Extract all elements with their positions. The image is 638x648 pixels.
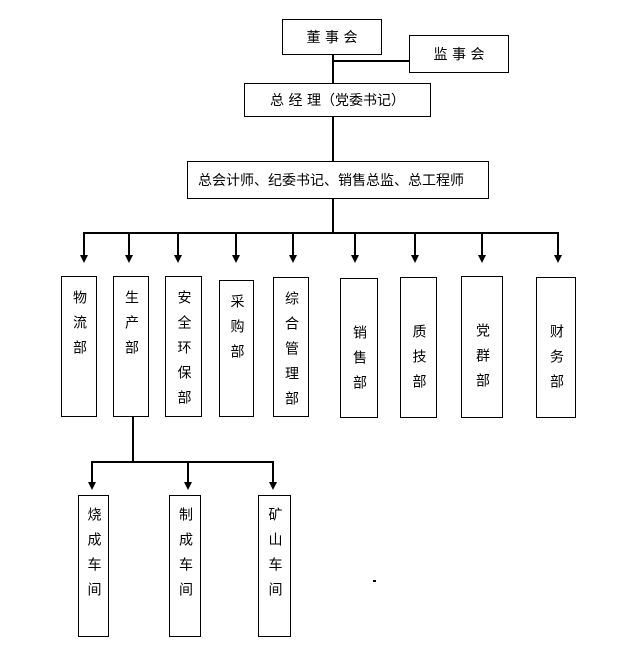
arrow-to-sales [354,232,356,255]
dept-sales-label: 销售部 [351,325,367,400]
connector-department-bus [84,232,559,234]
arrow-to-quality-tech [414,232,416,255]
node-supervisory-board: 监 事 会 [409,35,509,73]
dept-safety-environment: 安全环保部 [165,276,202,417]
workshop-finishing-label: 制成车间 [177,507,193,607]
connector-workshop-bus [92,461,274,463]
workshop-sintering-label: 烧成车间 [85,507,102,607]
dept-logistics: 物流部 [61,276,97,417]
dept-safety-environment-label: 安全环保部 [175,290,192,415]
arrow-to-production [128,232,130,255]
arrow-to-finishing-workshop [187,461,189,482]
dept-quality-tech-label: 质技部 [410,324,427,399]
dept-production-label: 生产部 [123,290,139,365]
node-senior-staff: 总会计师、纪委书记、销售总监、总工程师 [187,161,489,199]
dept-procurement: 采购部 [219,280,254,417]
workshop-sintering: 烧成车间 [78,495,109,637]
arrow-to-safety-environment [177,232,179,255]
connector-gm-to-staff [332,117,334,161]
workshop-mining: 矿山车间 [258,495,291,637]
workshop-mining-label: 矿山车间 [266,507,283,607]
dept-finance-label: 财务部 [548,324,564,399]
arrow-to-logistics [83,232,85,255]
connector-board-to-gm [332,55,334,83]
dept-finance: 财务部 [536,277,576,418]
dept-quality-tech: 质技部 [400,277,437,418]
dept-logistics-label: 物流部 [71,290,87,365]
arrow-to-procurement [235,232,237,255]
dept-procurement-label: 采购部 [228,294,245,369]
node-board-of-directors: 董 事 会 [282,19,382,55]
dept-general-management-label: 综合管理部 [283,291,299,416]
connector-production-down [132,417,134,461]
dept-general-management: 综合管理部 [273,277,309,417]
dept-sales: 销售部 [340,278,378,418]
dept-production: 生产部 [113,276,149,417]
dept-party-masses: 党群部 [461,276,503,418]
dept-party-masses-label: 党群部 [474,323,490,398]
arrow-to-party-masses [481,232,483,255]
connector-staff-to-bus [332,199,334,232]
arrow-to-mining-workshop [272,461,274,482]
connector-to-supervisory [332,60,409,62]
arrow-to-finance [557,232,559,255]
arrow-to-sintering-workshop [91,461,93,482]
workshop-finishing: 制成车间 [169,495,201,637]
stray-dot-mark [373,580,376,582]
node-general-manager: 总 经 理（党委书记） [244,83,431,117]
arrow-to-general-management [292,232,294,255]
